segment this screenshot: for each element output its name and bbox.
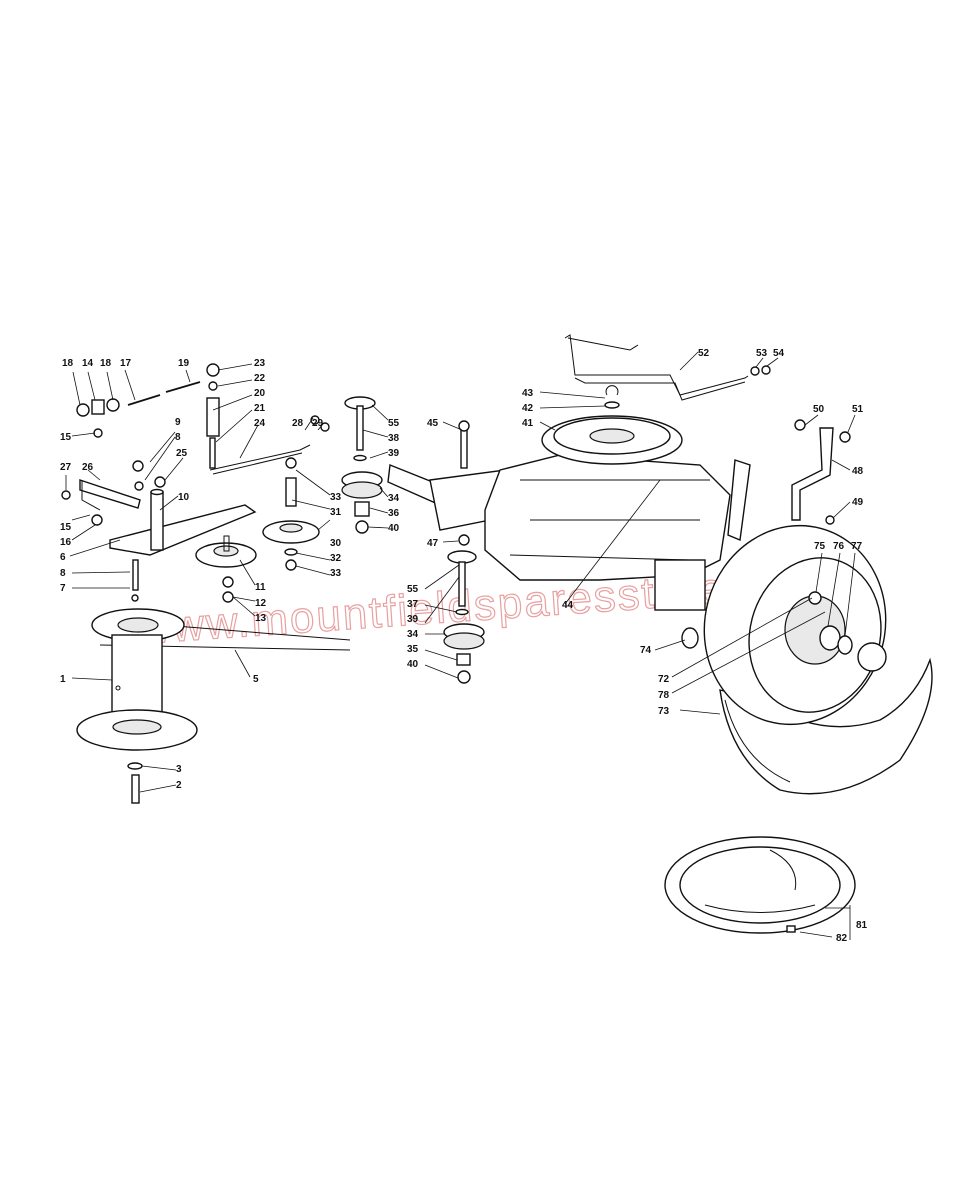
callout-74: 74 [640, 645, 652, 656]
brake-rod [564, 334, 771, 401]
callout-9: 9 [175, 417, 181, 428]
callout-53: 53 [756, 348, 768, 359]
callout-5: 5 [253, 674, 259, 685]
idler-pulley-11 [195, 535, 257, 603]
idler-pulley-30 [262, 457, 320, 571]
callout-40-lower: 40 [407, 659, 419, 670]
callout-51: 51 [852, 404, 864, 415]
callout-26: 26 [82, 462, 94, 473]
callout-15-upper: 15 [60, 432, 72, 443]
callout-72: 72 [658, 674, 670, 685]
callout-17: 17 [120, 358, 132, 369]
callout-81: 81 [856, 920, 868, 931]
callout-39-upper: 39 [388, 448, 400, 459]
callout-41: 41 [522, 418, 534, 429]
callout-47: 47 [427, 538, 439, 549]
transaxle-gearbox [387, 385, 751, 611]
callout-7: 7 [60, 583, 66, 594]
callout-42: 42 [522, 403, 534, 414]
callout-12: 12 [255, 598, 267, 609]
callout-45: 45 [427, 418, 439, 429]
callout-34-lower: 34 [407, 629, 419, 640]
callout-40-upper: 40 [388, 523, 400, 534]
support-bracket-48 [791, 419, 851, 525]
callout-76: 76 [833, 541, 845, 552]
rear-wheel [681, 524, 933, 795]
callout-21: 21 [254, 403, 266, 414]
callout-48: 48 [852, 466, 864, 477]
callout-34-upper: 34 [388, 493, 400, 504]
callout-27: 27 [60, 462, 72, 473]
callout-73: 73 [658, 706, 670, 717]
callout-39-lower: 39 [407, 614, 419, 625]
callout-30: 30 [330, 538, 342, 549]
callout-14: 14 [82, 358, 94, 369]
callout-labels: 1 2 3 5 6 7 8 8 9 10 11 12 13 14 15 15 1… [60, 348, 868, 944]
callout-18-right: 18 [100, 358, 112, 369]
tension-bracket [61, 479, 257, 602]
callout-8-lower: 8 [60, 568, 66, 579]
callout-20: 20 [254, 388, 266, 399]
callout-16: 16 [60, 537, 72, 548]
callout-1: 1 [60, 674, 66, 685]
callout-35: 35 [407, 644, 419, 655]
callout-44: 44 [562, 600, 574, 611]
callout-2: 2 [176, 780, 182, 791]
callout-25: 25 [176, 448, 188, 459]
upper-idler-stack [341, 396, 383, 534]
callout-28: 28 [292, 418, 304, 429]
callout-37: 37 [407, 599, 419, 610]
callout-36: 36 [388, 508, 400, 519]
callout-23: 23 [254, 358, 266, 369]
callout-6: 6 [60, 552, 66, 563]
callout-24: 24 [254, 418, 266, 429]
spring-and-rod [76, 363, 330, 491]
main-pulley-assembly [76, 608, 351, 804]
callout-15-lower: 15 [60, 522, 72, 533]
callout-55-upper: 55 [388, 418, 400, 429]
callout-29: 29 [312, 418, 324, 429]
callout-33-lower: 33 [330, 568, 342, 579]
callout-22: 22 [254, 373, 266, 384]
callout-11: 11 [255, 582, 266, 593]
callout-52: 52 [698, 348, 710, 359]
callout-3: 3 [176, 764, 182, 775]
callout-8-upper: 8 [175, 432, 181, 443]
callout-43: 43 [522, 388, 534, 399]
lower-idler-stack [443, 420, 485, 684]
callout-82: 82 [836, 933, 848, 944]
callout-32: 32 [330, 553, 342, 564]
callout-75: 75 [814, 541, 826, 552]
callout-13: 13 [255, 613, 267, 624]
callout-31: 31 [330, 507, 342, 518]
callout-19: 19 [178, 358, 190, 369]
callout-50: 50 [813, 404, 825, 415]
callout-18-left: 18 [62, 358, 74, 369]
leader-lines [65, 351, 856, 940]
callout-10: 10 [178, 492, 190, 503]
callout-49: 49 [852, 497, 864, 508]
callout-54: 54 [773, 348, 785, 359]
callout-38: 38 [388, 433, 400, 444]
callout-78: 78 [658, 690, 670, 701]
wheel-insert-81 [664, 836, 856, 934]
callout-33-upper: 33 [330, 492, 342, 503]
callout-55-lower: 55 [407, 584, 419, 595]
callout-77: 77 [851, 541, 863, 552]
